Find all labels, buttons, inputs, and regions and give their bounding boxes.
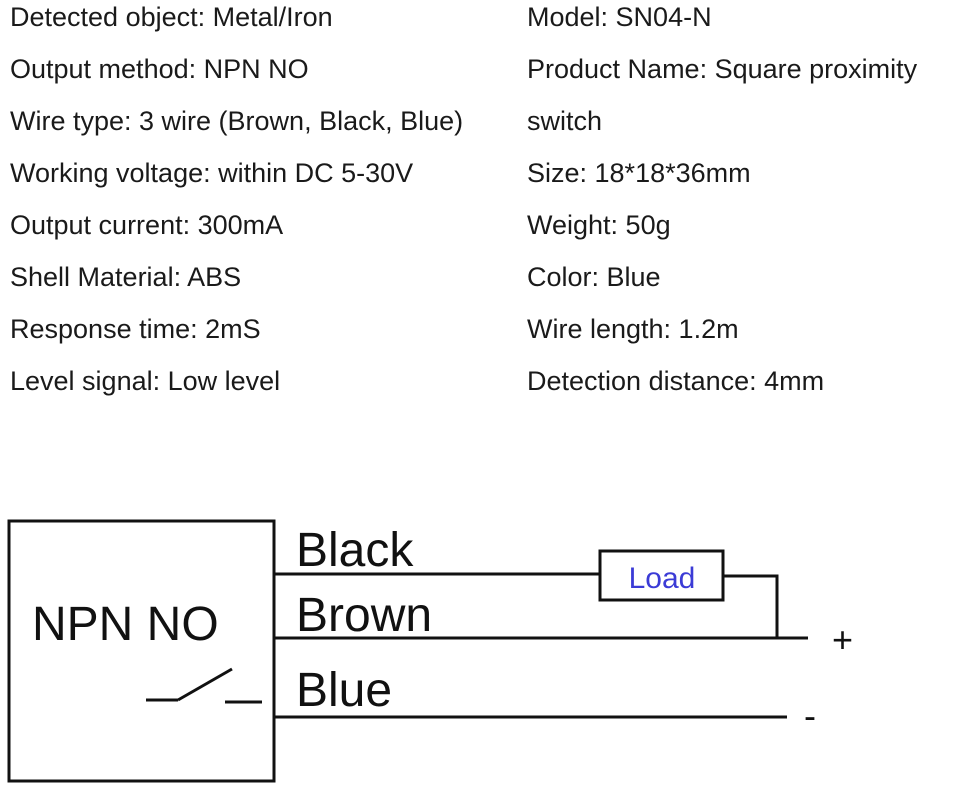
switch-arm bbox=[177, 667, 233, 702]
load-label: Load bbox=[629, 562, 696, 595]
spec-detection-distance: Detection distance: 4mm bbox=[527, 366, 825, 396]
spec-detected-object: Detected object: Metal/Iron bbox=[10, 2, 333, 32]
spec-shell-material: Shell Material: ABS bbox=[10, 262, 242, 292]
wire-label-black: Black bbox=[296, 524, 414, 577]
spec-model: Model: SN04-N bbox=[527, 2, 712, 32]
plus-terminal: + bbox=[832, 619, 853, 660]
spec-wire-type: Wire type: 3 wire (Brown, Black, Blue) bbox=[10, 106, 464, 136]
spec-product-name: Product Name: Square proximity bbox=[527, 54, 918, 84]
wire-label-brown: Brown bbox=[296, 589, 432, 642]
spec-response-time: Response time: 2mS bbox=[10, 314, 261, 344]
box-label: NPN NO bbox=[32, 598, 219, 651]
spec-color: Color: Blue bbox=[527, 262, 661, 292]
spec-working-voltage: Working voltage: within DC 5-30V bbox=[10, 158, 414, 188]
minus-terminal: - bbox=[804, 695, 816, 736]
spec-size: Size: 18*18*36mm bbox=[527, 158, 751, 188]
spec-output-current: Output current: 300mA bbox=[10, 210, 284, 240]
spec-level-signal: Level signal: Low level bbox=[10, 366, 281, 396]
load-return-wire bbox=[723, 574, 779, 638]
spec-weight: Weight: 50g bbox=[527, 210, 671, 240]
spec-product-name-cont: switch bbox=[527, 106, 603, 136]
sensor-box bbox=[7, 519, 276, 783]
spec-output-method: Output method: NPN NO bbox=[10, 54, 309, 84]
wire-label-blue: Blue bbox=[296, 664, 392, 717]
load-box bbox=[598, 549, 725, 602]
spec-wire-length: Wire length: 1.2m bbox=[527, 314, 739, 344]
